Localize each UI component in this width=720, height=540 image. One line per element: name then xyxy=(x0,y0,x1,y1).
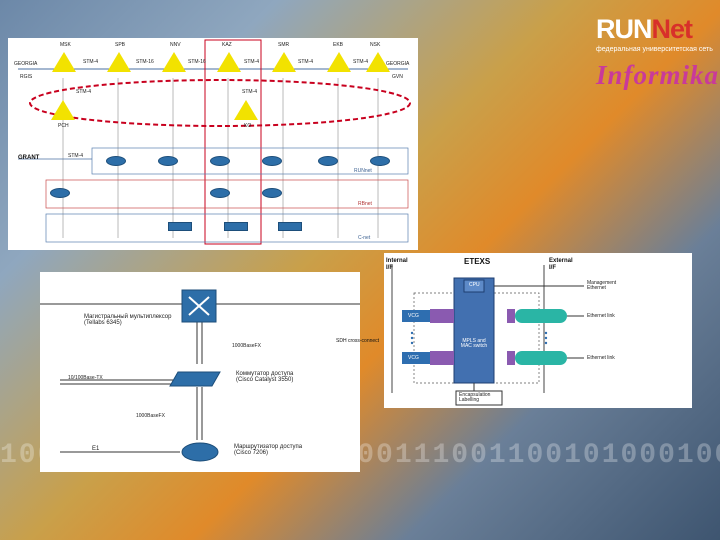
informika-logo: Informika xyxy=(596,60,720,90)
runnet-logo: RUNNet xyxy=(596,14,693,44)
external-if-label: External I/F xyxy=(549,258,573,271)
vcg1-box xyxy=(402,310,430,322)
stm-label: STM-4 xyxy=(298,59,313,65)
eth-link-label: Ethernet link xyxy=(587,313,615,319)
switch-icon xyxy=(278,222,302,231)
city-label: KAZ xyxy=(222,42,232,48)
etexs-diagram: Internal I/F ETEXS External I/F SDH cros… xyxy=(336,253,692,408)
city-label: NSK xyxy=(370,42,381,48)
highlight-column xyxy=(204,39,262,245)
router-icon xyxy=(262,188,282,198)
stm-label: STM-4 xyxy=(353,59,368,65)
node-label: PCH xyxy=(58,123,69,129)
stm-label: STM-4 xyxy=(244,59,259,65)
segment-label: RBnet xyxy=(358,201,372,207)
etexs-lines xyxy=(391,265,584,406)
link-label: 10/100Base-TX xyxy=(68,375,103,381)
city-label: MSK xyxy=(60,42,71,48)
router-icon xyxy=(106,156,126,166)
core-node-kaz xyxy=(217,52,241,72)
right-label: GEORGIA xyxy=(386,61,410,67)
brand-logo: RUNNet федеральная университетская сеть … xyxy=(596,14,720,104)
cnet-segment xyxy=(45,213,409,243)
runnet-segment xyxy=(91,147,409,175)
router-icon xyxy=(50,188,70,198)
core-ring-ellipse xyxy=(29,79,411,127)
segment-label: RUNnet xyxy=(354,168,372,174)
stm-label: STM-16 xyxy=(136,59,154,65)
router-icon xyxy=(158,156,178,166)
router-icon xyxy=(370,156,390,166)
mux-label: Магистральный мультиплексор (Tellabs 634… xyxy=(84,314,172,326)
core-node-msk xyxy=(52,52,76,72)
encap-label: Encapsulation Labelling xyxy=(459,392,491,403)
router-icon xyxy=(262,156,282,166)
top-diagram-lines xyxy=(18,39,411,245)
router-label: Маршрутизатор доступа (Cisco 7206) xyxy=(234,444,303,456)
left-label: RGIS xyxy=(20,74,33,80)
stm-label: STM-16 xyxy=(188,59,206,65)
cpu-box xyxy=(463,279,485,293)
equipment-lines xyxy=(40,289,360,462)
node-label: KO xyxy=(244,123,252,129)
right-label: GVN xyxy=(392,74,403,80)
vcg-label: VCG xyxy=(408,313,419,319)
stm-label: STM-4 xyxy=(83,59,98,65)
internal-if-label: Internal I/F xyxy=(386,258,408,271)
sub-stm-label: STM-4 xyxy=(242,89,257,95)
link-label: 1000BaseFX xyxy=(136,413,165,419)
city-label: SPB xyxy=(115,42,126,48)
cpu-label: CPU xyxy=(469,282,480,288)
sdh-label: SDH cross-connect xyxy=(336,338,380,344)
eth-link-label: Ethernet link xyxy=(587,355,615,361)
etexs-title: ETEXS xyxy=(464,257,491,266)
switch-icon xyxy=(169,371,221,387)
switch-block xyxy=(453,277,495,384)
switch-text: MPLS and MAC switch xyxy=(460,338,488,349)
runnet-subtitle: федеральная университетская сеть xyxy=(596,46,713,53)
grant-stm-label: STM-4 xyxy=(68,153,83,159)
core-node-nnv xyxy=(162,52,186,72)
switch-icon xyxy=(224,222,248,231)
core-node-spb xyxy=(107,52,131,72)
top-network-diagram: MSK SPB NNV KAZ SMR EKB NSK GEORGIA RGIS… xyxy=(8,38,418,250)
equipment-diagram: Магистральный мультиплексор (Tellabs 634… xyxy=(40,272,360,472)
core-node-smr xyxy=(272,52,296,72)
vcg-label: VCG xyxy=(408,355,419,361)
vcg2-box xyxy=(402,352,430,364)
grant-label: GRANT xyxy=(18,155,40,161)
core-node-nsk xyxy=(366,52,390,72)
router-icon xyxy=(210,188,230,198)
ethernet-link-1 xyxy=(515,309,567,323)
city-label: NNV xyxy=(170,42,181,48)
sub-node-pch xyxy=(51,100,75,120)
router-icon xyxy=(210,156,230,166)
sub-node-ko xyxy=(234,100,258,120)
core-node-ekb xyxy=(327,52,351,72)
router-icon xyxy=(181,442,219,462)
link-label: E1 xyxy=(92,446,100,452)
switch-icon xyxy=(168,222,192,231)
sub-stm-label: STM-4 xyxy=(76,89,91,95)
router-icon xyxy=(318,156,338,166)
city-label: SMR xyxy=(278,42,290,48)
rbnet-segment xyxy=(45,179,409,209)
city-label: EKB xyxy=(333,42,344,48)
left-label: GEORGIA xyxy=(14,61,38,67)
switch-label: Коммутатор доступа (Cisco Catalyst 3550) xyxy=(236,371,294,383)
link-label: 1000BaseFX xyxy=(232,343,261,349)
ethernet-link-2 xyxy=(515,351,567,365)
mgmt-label: Management Ethernet xyxy=(587,280,617,291)
segment-label: C-net xyxy=(358,235,371,241)
